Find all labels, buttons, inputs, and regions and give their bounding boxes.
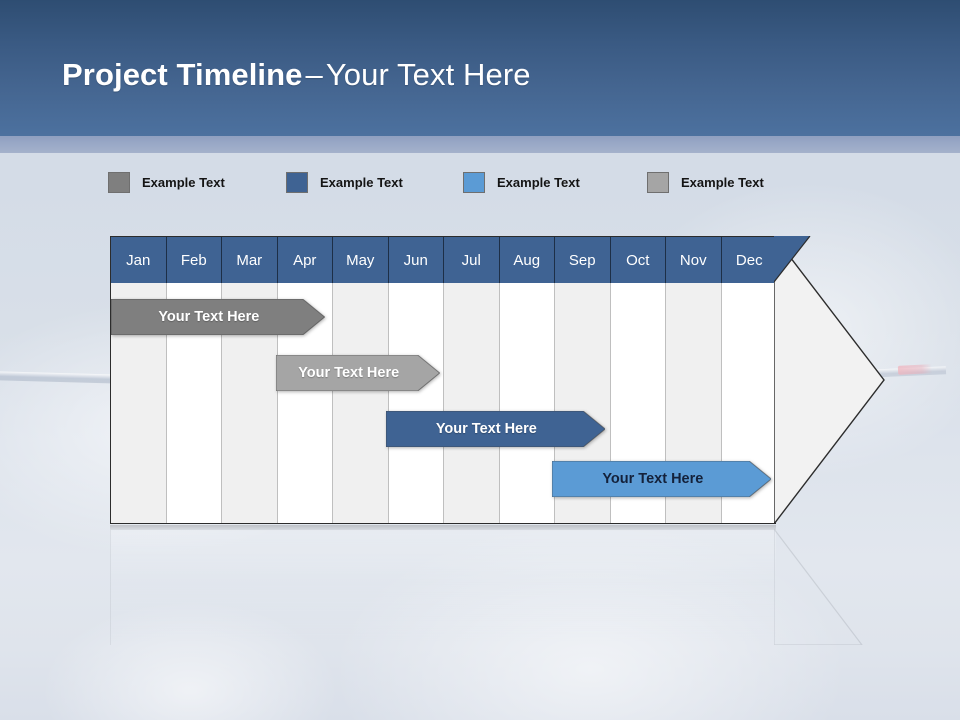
task-bar-shape [552,461,772,497]
timeline-column-oct [611,237,666,523]
month-header-jun[interactable]: Jun [388,237,444,283]
square-swatch-icon [647,171,669,193]
legend-item-4: Example Text [647,169,764,195]
month-header-sep[interactable]: Sep [555,237,611,283]
task-bar-label: Your Text Here [158,309,260,325]
timeline-column-feb [167,237,222,523]
task-bar-4[interactable]: Your Text Here [552,461,772,497]
task-bar-shape [275,355,440,391]
timeline-column-jun [389,237,444,523]
month-header-nov[interactable]: Nov [666,237,722,283]
legend-label: Example Text [142,174,225,190]
sky-haze [330,520,850,720]
legend-item-1: Example Text [108,169,225,195]
legend: Example Text Example Text Example Text Exam… [108,169,828,195]
square-swatch-icon [286,171,308,193]
month-header-jan[interactable]: Jan [111,237,167,283]
timeline-column-jan [111,237,167,523]
legend-label: Example Text [320,174,403,190]
task-bar-2[interactable]: Your Text Here [275,355,440,391]
month-header-may[interactable]: May [333,237,389,283]
month-header-apr[interactable]: Apr [277,237,333,283]
reflection-arrow-edge [773,527,864,646]
square-swatch-icon [108,171,130,193]
month-header-mar[interactable]: Mar [222,237,278,283]
timeline-column-jul [444,237,500,523]
legend-label: Example Text [681,174,764,190]
month-header-jul[interactable]: Jul [444,237,500,283]
task-bar-label: Your Text Here [602,471,704,487]
reflection-body [110,530,776,645]
arrow-head-body [774,236,885,524]
task-bar-label: Your Text Here [435,421,537,437]
legend-item-3: Example Text [463,169,580,195]
page-title-strong: Project Timeline [62,57,303,92]
square-swatch-icon [463,171,485,193]
page-title: Project Timeline–Your Text Here [62,57,531,93]
page-title-dash: – [305,57,323,92]
month-header-oct[interactable]: Oct [610,237,666,283]
title-banner [0,0,960,136]
page-title-light: Your Text Here [325,57,531,92]
title-underline-band [0,136,960,153]
timeline-column-aug [500,237,555,523]
arrow-head-wedge-edge [774,236,811,283]
task-bar-label: Your Text Here [298,365,400,381]
reflection-arrow [773,525,886,646]
month-header-feb[interactable]: Feb [166,237,222,283]
task-bar-shape [111,299,325,335]
timeline-arrow-head [774,236,886,524]
chart-reflection [110,525,886,646]
task-bar-3[interactable]: Your Text Here [385,411,605,447]
task-bar-1[interactable]: Your Text Here [111,299,325,335]
reflection-band [110,525,776,531]
month-header-dec[interactable]: Dec [721,237,776,283]
month-header-aug[interactable]: Aug [499,237,555,283]
task-bar-shape [385,411,605,447]
legend-item-2: Example Text [286,169,403,195]
sky-haze [40,600,340,720]
timeline-column-mar [222,237,278,523]
legend-label: Example Text [497,174,580,190]
airplane-wingtip-background [897,364,933,375]
